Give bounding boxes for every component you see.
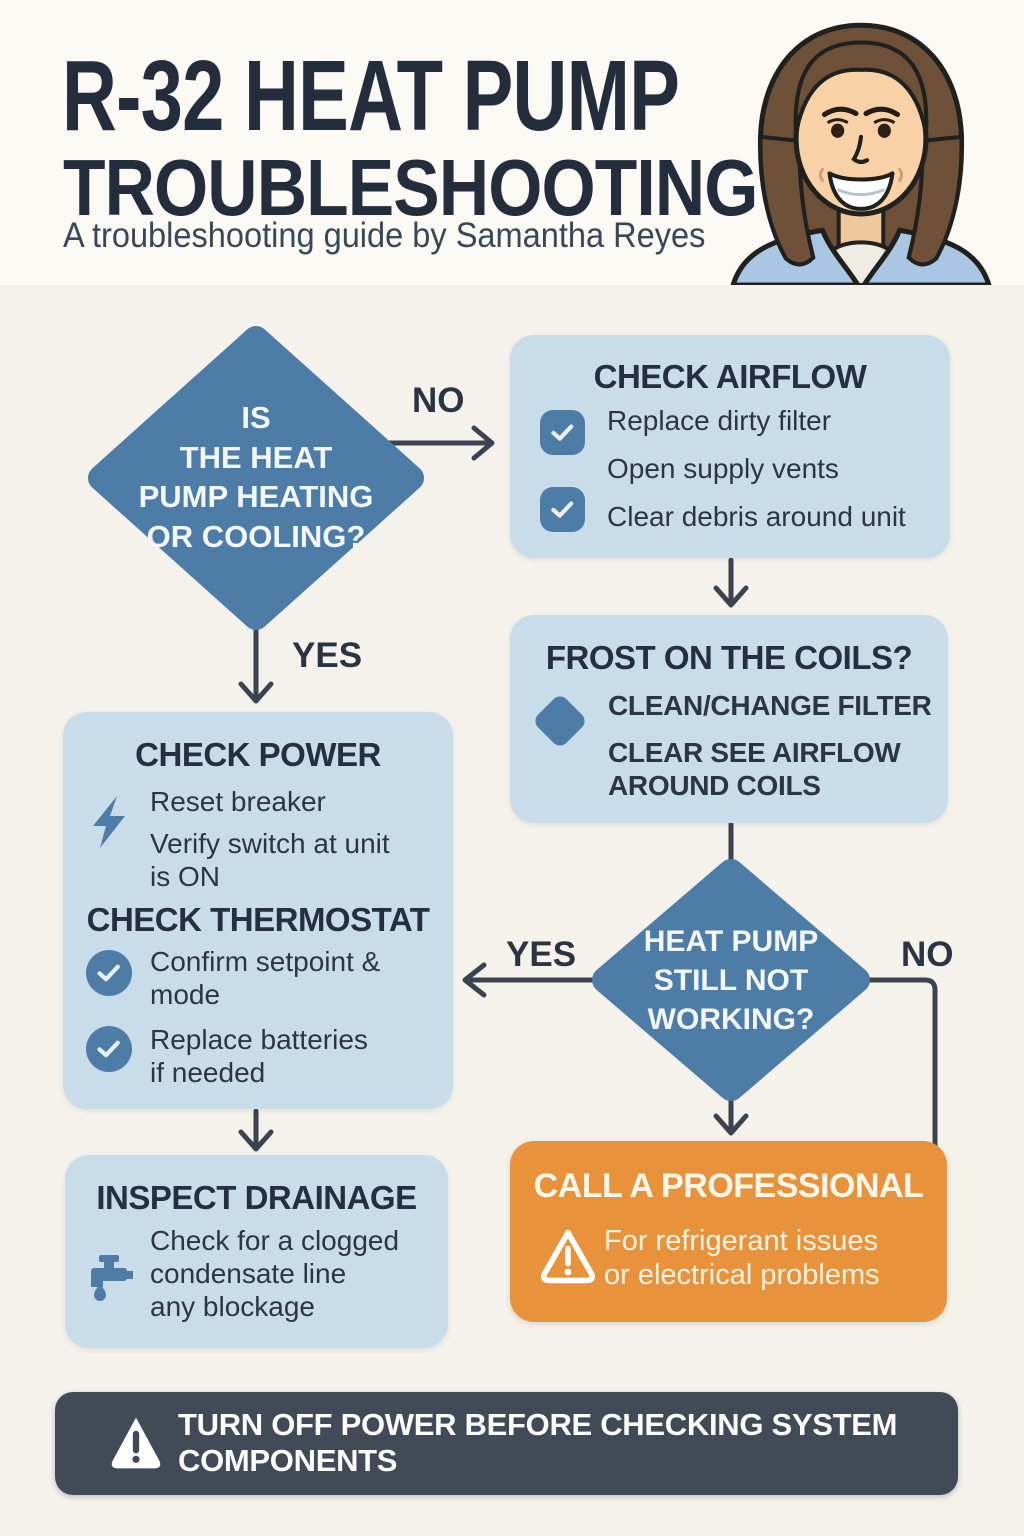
edge-label-yes-1: YES xyxy=(292,636,363,675)
check-airflow-box: CHECK AIRFLOW Replace dirty filter Open … xyxy=(510,335,950,558)
thermostat-item: Replace batteries if needed xyxy=(150,1024,368,1088)
author-illustration xyxy=(730,22,992,285)
diamond-bullet-icon xyxy=(531,692,589,750)
lightning-icon xyxy=(93,796,125,848)
header: R-32 HEAT PUMP TROUBLESHOOTING A trouble… xyxy=(0,0,1024,285)
power-item: Reset breaker xyxy=(150,786,326,817)
inspect-drainage-box: INSPECT DRAINAGE Check for a clogged con… xyxy=(65,1155,448,1348)
frost-coils-box: FROST ON THE COILS? CLEAN/CHANGE FILTER … xyxy=(510,615,948,823)
frost-item: CLEAN/CHANGE FILTER xyxy=(608,690,932,721)
drainage-text: Check for a clogged condensate line any … xyxy=(150,1225,400,1322)
warning-triangle-icon xyxy=(540,1229,596,1284)
alert-icon xyxy=(111,1417,161,1469)
airflow-item: Clear debris around unit xyxy=(607,501,906,532)
faucet-icon xyxy=(91,1255,133,1301)
power-item: Verify switch at unit is ON xyxy=(150,828,390,892)
check-circle-icon xyxy=(86,1026,132,1072)
inspect-drainage-title: INSPECT DRAINAGE xyxy=(96,1179,417,1216)
frost-title: FROST ON THE COILS? xyxy=(545,639,913,676)
check-square-icon xyxy=(540,410,585,455)
airflow-item: Open supply vents xyxy=(607,453,839,484)
page-title-line2: TROUBLESHOOTING xyxy=(63,143,758,232)
edge-label-no-1: NO xyxy=(412,381,465,420)
subtitle: A troubleshooting guide by Samantha Reye… xyxy=(63,216,706,255)
edge-label-no-2: NO xyxy=(901,935,954,974)
call-professional-title: CALL A PROFESSIONAL xyxy=(533,1167,924,1205)
edge-label-yes-2: YES xyxy=(506,935,577,974)
thermostat-item: Confirm setpoint & mode xyxy=(150,946,381,1010)
airflow-item: Replace dirty filter xyxy=(607,405,832,436)
call-professional-box: CALL A PROFESSIONAL For refrigerant issu… xyxy=(510,1141,947,1322)
check-square-icon xyxy=(540,487,585,532)
footer-warning-text: TURN OFF POWER BEFORE CHECKING SYSTEM CO… xyxy=(178,1407,898,1478)
check-circle-icon xyxy=(86,950,132,996)
avatar xyxy=(708,9,1014,285)
check-power-box: CHECK POWER Reset breaker Verify switch … xyxy=(63,712,453,1109)
check-power-title: CHECK POWER xyxy=(135,736,381,773)
decision-heating-cooling: IS THE HEAT PUMP HEATING OR COOLING? xyxy=(138,400,374,555)
check-airflow-title: CHECK AIRFLOW xyxy=(593,358,867,395)
footer-warning-bar: TURN OFF POWER BEFORE CHECKING SYSTEM CO… xyxy=(55,1392,958,1495)
decision-still-not-working: HEAT PUMP STILL NOT WORKING? xyxy=(643,925,819,1036)
call-professional-text: For refrigerant issues or electrical pro… xyxy=(604,1225,880,1291)
frost-item: CLEAR SEE AIRFLOW AROUND COILS xyxy=(608,737,901,801)
check-thermostat-title: CHECK THERMOSTAT xyxy=(86,901,430,938)
page-title: R-32 HEAT PUMP xyxy=(62,40,680,152)
